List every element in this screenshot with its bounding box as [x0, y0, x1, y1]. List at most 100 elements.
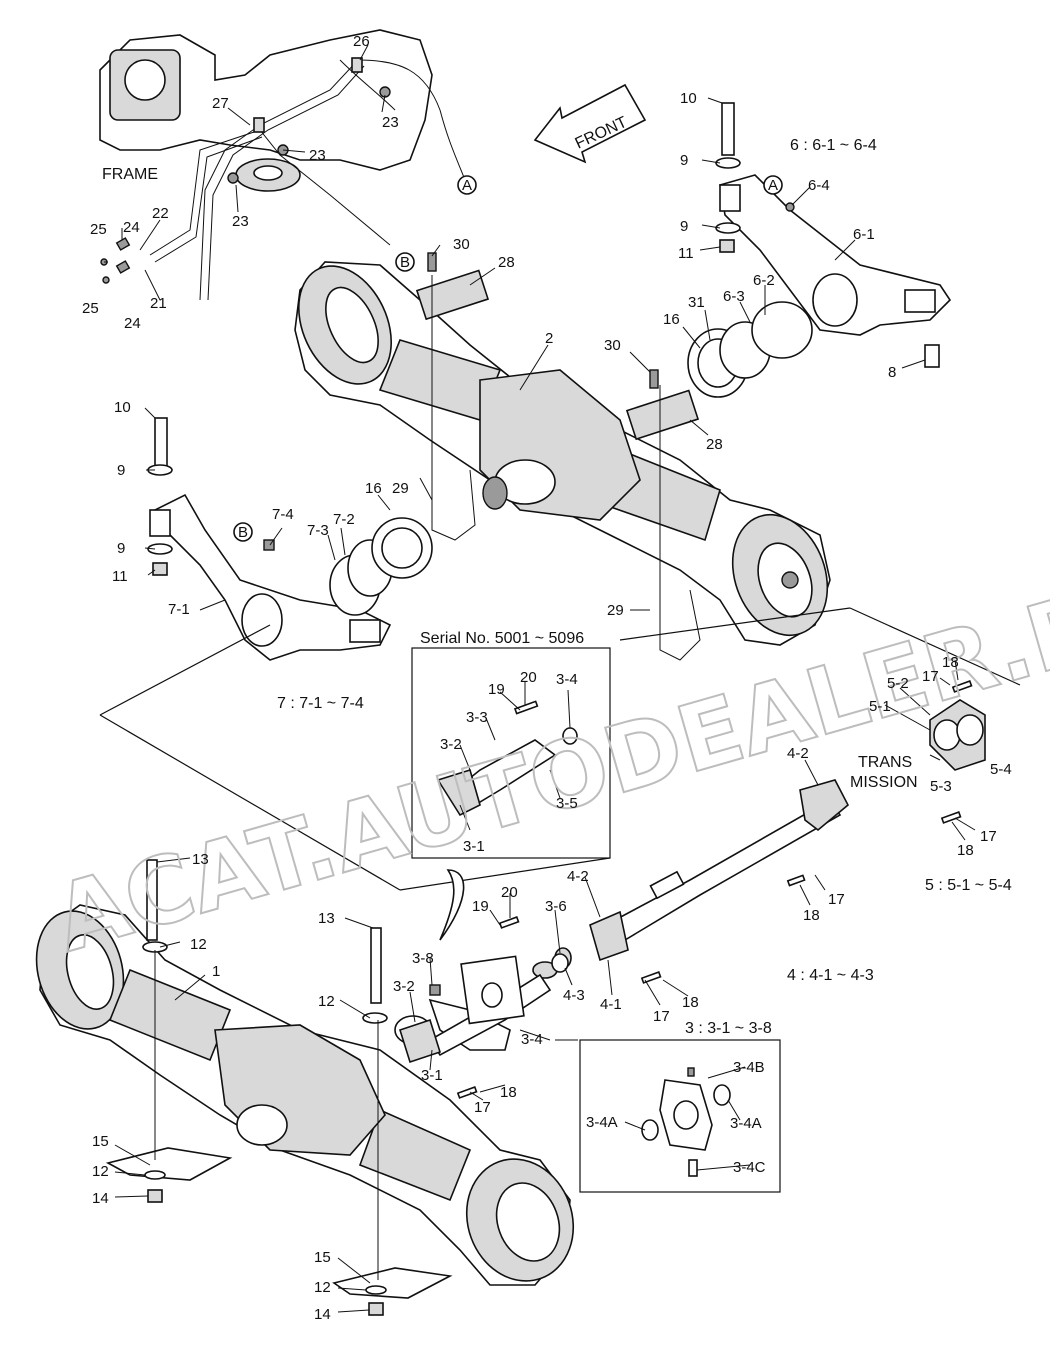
callout: 18 [942, 654, 959, 671]
callout: 29 [392, 480, 409, 497]
group-line-top [99, 624, 271, 716]
callout: 12 [92, 1163, 109, 1180]
callout: 5-2 [887, 675, 909, 692]
detail-flange [641, 1067, 731, 1177]
callout: 25 [90, 221, 107, 238]
label-group-6: 6 : 6-1 ~ 6-4 [790, 137, 877, 154]
callout: 3-4 [556, 671, 578, 688]
detail-inset-box [579, 1039, 781, 1193]
callout: 8 [888, 364, 896, 381]
leader-lines [104, 44, 986, 1313]
callout: B [238, 524, 248, 541]
callout: 3-4C [733, 1159, 766, 1176]
callout: 6-2 [753, 272, 775, 289]
callout: 23 [382, 114, 399, 131]
callout: 3-4B [733, 1059, 765, 1076]
callout: 4-2 [567, 868, 589, 885]
marker-a-1 [457, 175, 477, 195]
callout: 27 [212, 95, 229, 112]
bracket-6 [715, 102, 952, 368]
callout: 13 [192, 851, 209, 868]
callout: 14 [314, 1306, 331, 1323]
callout: 3-1 [463, 838, 485, 855]
callout: 18 [500, 1084, 517, 1101]
callout: 13 [318, 910, 335, 927]
callout-arrow [439, 869, 465, 941]
intermediate-shaft-3 [399, 916, 569, 1099]
label-group-5: 5 : 5-1 ~ 5-4 [925, 877, 1012, 894]
callout: 5-3 [930, 778, 952, 795]
callout: 12 [318, 993, 335, 1010]
callout: 12 [314, 1279, 331, 1296]
callout: 16 [663, 311, 680, 328]
callout: 23 [309, 147, 326, 164]
callout: 3-4A [730, 1115, 762, 1132]
callout: 3-1 [421, 1067, 443, 1084]
callout: 10 [114, 399, 131, 416]
callout: 3-3 [466, 709, 488, 726]
callout: 4-3 [563, 987, 585, 1004]
callout: 20 [501, 884, 518, 901]
callout: 2 [545, 330, 553, 347]
front-arrow [533, 83, 647, 164]
callout: B [400, 254, 410, 271]
callout: A [462, 177, 472, 194]
callout: 20 [520, 669, 537, 686]
serial-inset-shaft [436, 700, 578, 817]
label-mission: MISSION [850, 774, 918, 791]
callout: 23 [232, 213, 249, 230]
callout: 3-6 [545, 898, 567, 915]
drive-shaft-4 [589, 779, 850, 984]
callout: 17 [980, 828, 997, 845]
callout: 31 [688, 294, 705, 311]
callout: 9 [117, 540, 125, 557]
callout: 3-2 [393, 978, 415, 995]
callout: 25 [82, 300, 99, 317]
callout: 17 [474, 1099, 491, 1116]
callout: 7-4 [272, 506, 294, 523]
marker-a-2 [763, 175, 783, 195]
callout: 14 [92, 1190, 109, 1207]
callout: 11 [112, 568, 128, 585]
callout: 6-1 [853, 226, 875, 243]
callout: 3-2 [440, 736, 462, 753]
callout: 9 [680, 218, 688, 235]
label-serial: Serial No. 5001 ~ 5096 [420, 630, 584, 647]
callout: 19 [472, 898, 489, 915]
callout: 5-1 [869, 698, 891, 715]
callout: 9 [117, 462, 125, 479]
callout: 4-1 [600, 996, 622, 1013]
serial-inset-box [411, 647, 611, 859]
callout: 17 [922, 668, 939, 685]
group-line-mid [619, 607, 851, 641]
callout: 3-4 [521, 1031, 543, 1048]
callout: 19 [488, 681, 505, 698]
callout: 28 [706, 436, 723, 453]
callout: 9 [680, 152, 688, 169]
label-group-7: 7 : 7-1 ~ 7-4 [277, 695, 364, 712]
group-line-right [849, 607, 1021, 686]
callout: A [768, 177, 778, 194]
callout: 24 [124, 315, 141, 332]
callout: 17 [828, 891, 845, 908]
label-group-3: 3 : 3-1 ~ 3-8 [685, 1020, 772, 1037]
group-line-left [99, 714, 401, 891]
callout: 16 [365, 480, 382, 497]
label-frame: FRAME [102, 166, 158, 183]
callout: 26 [353, 33, 370, 50]
callout: 30 [604, 337, 621, 354]
callout: 10 [680, 90, 697, 107]
callout: 15 [92, 1133, 109, 1150]
coupling-5 [929, 680, 986, 824]
callout: 29 [607, 602, 624, 619]
callout: 7-1 [168, 601, 190, 618]
callout: 3-8 [412, 950, 434, 967]
callout: 3-4A [586, 1114, 618, 1131]
bracket-7 [147, 417, 433, 661]
callout: 11 [678, 245, 694, 262]
callout: 15 [314, 1249, 331, 1266]
callout: 6-3 [723, 288, 745, 305]
callout: 21 [150, 295, 167, 312]
lower-axle [35, 859, 575, 1316]
